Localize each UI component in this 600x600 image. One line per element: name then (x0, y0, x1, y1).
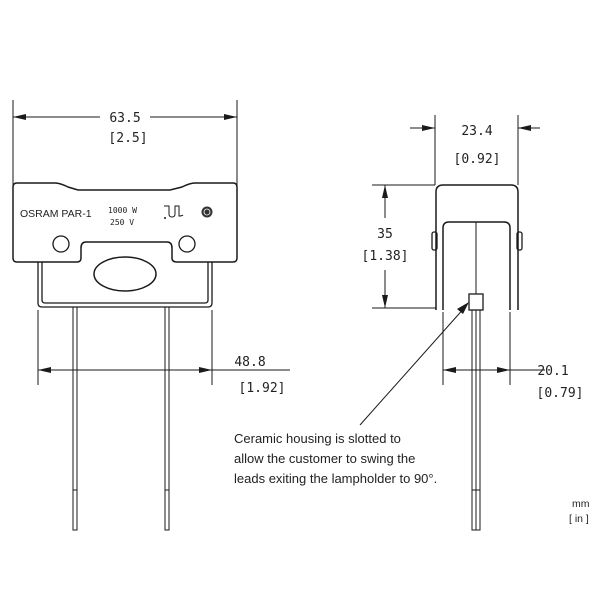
power-rating: 1000 W (108, 206, 137, 215)
slot-note: Ceramic housing is slotted to allow the … (234, 431, 437, 486)
leader-arrow (359, 302, 469, 426)
height-in-label: [1.38] (362, 249, 409, 264)
dimension-width-side: 23.4 [0.92] (410, 115, 540, 185)
certification-mark-icon (201, 206, 213, 218)
lead-offset-mm-label: 20.1 (537, 364, 568, 379)
side-view: 23.4 [0.92] 35 [1.38] 20.1 [ (359, 115, 584, 531)
note-line-2: allow the customer to swing the (234, 451, 415, 466)
voltage-rating: 250 V (110, 218, 134, 227)
lead-wires-front (72, 306, 170, 531)
lead-span-mm-label: 48.8 (234, 355, 265, 370)
mounting-hole-left (52, 235, 70, 253)
brand-label: OSRAM PAR-1 (20, 208, 92, 220)
lead-offset-in-label: [0.79] (537, 386, 584, 401)
side-width-in-label: [0.92] (454, 152, 501, 167)
height-mm-label: 35 (377, 227, 393, 242)
dimension-lead-offset: 20.1 [0.79] (442, 312, 584, 401)
side-bump-right (516, 231, 523, 251)
units-primary: mm (572, 498, 590, 510)
dimension-width-front: 63.5 [2.5] (12, 100, 238, 185)
lead-span-in-label: [1.92] (239, 381, 286, 396)
width-mm-label: 63.5 (109, 111, 140, 126)
side-width-mm-label: 23.4 (461, 124, 492, 139)
front-view: 63.5 [2.5] OSRAM PAR-1 1000 W 250 V (12, 100, 290, 531)
side-bump-left (431, 231, 438, 251)
center-oval-opening (93, 256, 157, 292)
width-in-label: [2.5] (108, 131, 147, 146)
units-secondary: [ in ] (569, 513, 589, 525)
dimension-lead-span: 48.8 [1.92] (37, 310, 290, 396)
ul-mark-icon (164, 205, 184, 219)
note-line-3: leads exiting the lampholder to 90°. (234, 471, 437, 486)
mounting-hole-right (178, 235, 196, 253)
housing-frame (37, 256, 213, 308)
note-line-1: Ceramic housing is slotted to (234, 431, 401, 446)
dimension-height: 35 [1.38] (362, 184, 440, 309)
